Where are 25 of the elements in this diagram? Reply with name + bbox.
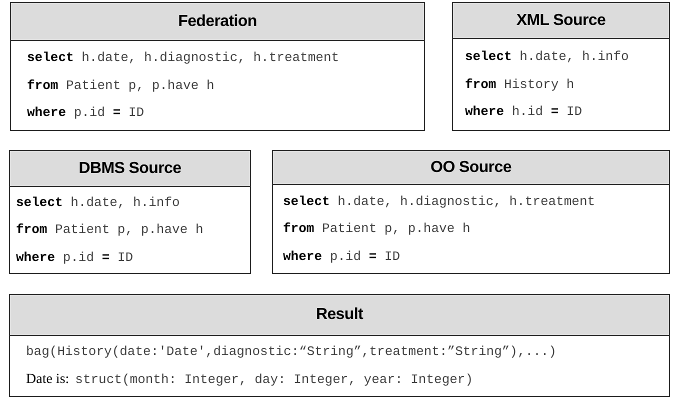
query-line: from Patient p, p.have h — [16, 221, 204, 240]
query-box — [10, 2, 425, 131]
query-box — [272, 150, 670, 274]
box-title: Federation — [178, 12, 257, 32]
query-line: from History h — [465, 76, 574, 94]
query-line: from Patient p, p.have h — [283, 220, 470, 238]
query-line: from Patient p, p.have h — [27, 76, 214, 95]
query-line: where p.id = ID — [27, 104, 144, 122]
query-line: where p.id = ID — [16, 248, 134, 267]
code-line: struct(month: Integer, day: Integer, year: Integer) — [75, 371, 474, 390]
query-box — [9, 150, 251, 274]
box-title: OO Source — [430, 158, 512, 178]
code-line: bag(History(date:'Date',diagnostic:“String”,treatment:”String”),...) — [26, 342, 556, 361]
query-line: where h.id = ID — [465, 103, 582, 122]
query-box — [452, 2, 670, 131]
box-title: DBMS Source — [78, 158, 182, 178]
query-line: select h.date, h.diagnostic, h.treatment — [283, 192, 596, 211]
box-title: XML Source — [516, 10, 606, 30]
query-box — [9, 294, 670, 397]
query-line: select h.date, h.info — [16, 194, 180, 212]
box-title: Result — [316, 305, 364, 325]
query-line: select h.date, h.info — [465, 48, 629, 66]
note-text: Date is: — [26, 371, 70, 390]
query-line: select h.date, h.diagnostic, h.treatment — [27, 49, 340, 68]
query-line: where p.id = ID — [283, 248, 400, 266]
